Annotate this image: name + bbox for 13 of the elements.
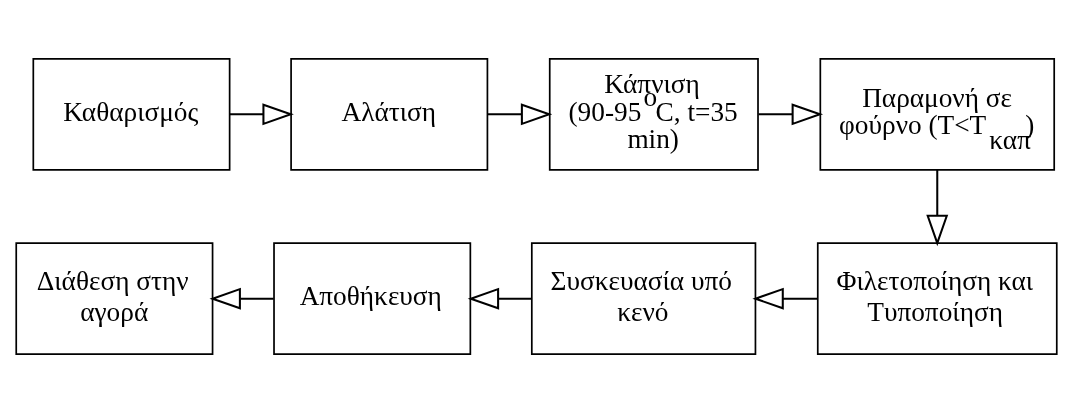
node-box: Καθαρισμός bbox=[32, 57, 231, 171]
arrow bbox=[926, 169, 949, 246]
node-box: Αποθήκευση bbox=[273, 241, 472, 355]
arrow bbox=[758, 102, 824, 125]
node-box: Αλάτιση bbox=[290, 57, 489, 171]
arrow bbox=[752, 287, 818, 310]
arrow bbox=[487, 102, 553, 125]
arrow bbox=[229, 102, 294, 125]
arrow bbox=[467, 287, 532, 310]
node-box: Συσκευασία υπό κενό bbox=[530, 241, 757, 355]
node-box: Φιλετοποίηση και Τυποποίηση bbox=[816, 241, 1058, 355]
arrow bbox=[209, 287, 274, 310]
node-box: Διάθεση στην αγορά bbox=[15, 241, 214, 355]
